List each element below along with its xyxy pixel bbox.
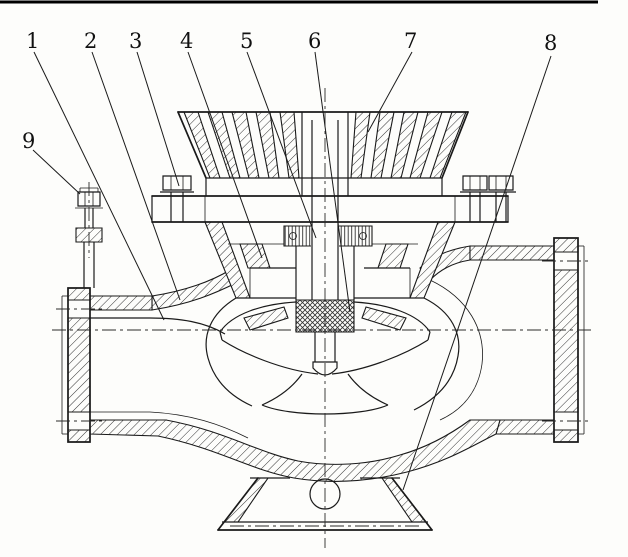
leader-3	[136, 51, 180, 187]
centerlines	[52, 88, 594, 548]
leader-5	[246, 51, 317, 239]
motor-stool-plate	[151, 195, 509, 223]
callout-label-7: 7	[404, 29, 417, 53]
callout-label-9: 9	[22, 129, 35, 153]
callouts: 1 2 3 4 5 6 7 8 9	[22, 29, 557, 153]
callout-label-3: 3	[129, 29, 142, 53]
leader-9	[32, 149, 81, 195]
leader-lines	[32, 51, 552, 491]
impeller	[219, 301, 431, 406]
stud-bolts-right	[460, 175, 516, 222]
callout-label-2: 2	[84, 29, 97, 53]
leader-1	[33, 51, 165, 321]
shaft-seal-assembly	[283, 224, 373, 333]
leader-4	[187, 51, 263, 259]
leader-7	[367, 51, 413, 133]
stud-bolt-left	[160, 175, 194, 222]
callout-label-4: 4	[180, 29, 193, 53]
callout-label-1: 1	[26, 29, 39, 53]
discharge-flange	[553, 237, 585, 443]
drain-boss	[309, 478, 341, 510]
leader-6	[314, 51, 351, 313]
pedestal-foot	[217, 477, 433, 531]
motor-fan-coupling	[177, 111, 469, 196]
suction-flange	[61, 287, 91, 443]
callout-label-5: 5	[240, 29, 253, 53]
pump-casing	[89, 245, 555, 482]
leader-8	[402, 55, 552, 491]
leader-2	[91, 51, 181, 301]
vent-plug	[75, 187, 103, 288]
pump-shaft	[311, 120, 339, 376]
callout-label-6: 6	[308, 29, 321, 53]
callout-label-8: 8	[544, 31, 557, 55]
